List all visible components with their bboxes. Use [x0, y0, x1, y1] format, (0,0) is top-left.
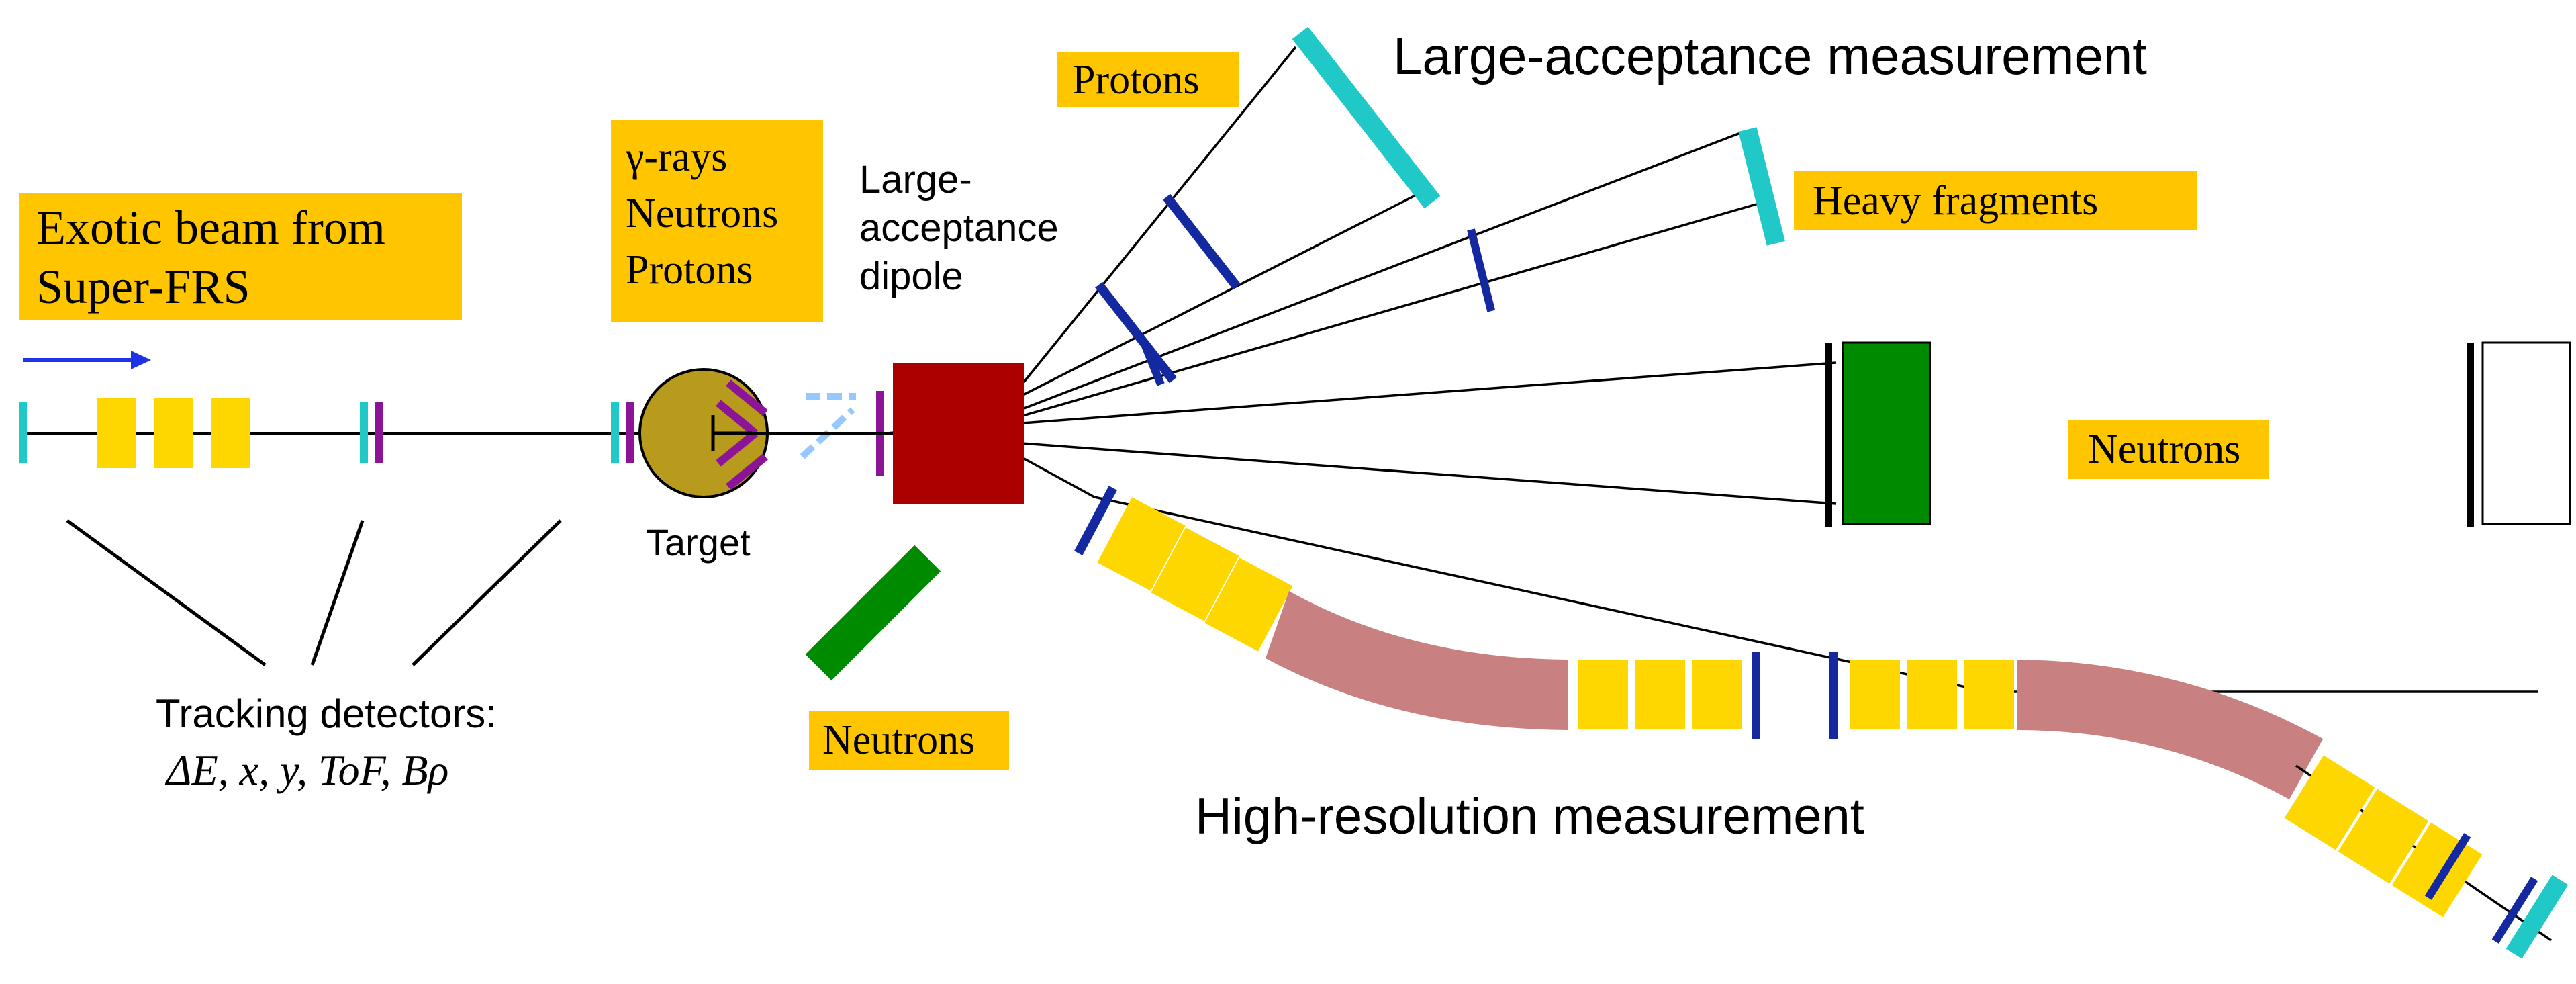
quadrupole-1: [97, 398, 136, 468]
hr-end-detector: [2506, 875, 2569, 959]
tracking-pointer-lines: [66, 519, 562, 667]
exotic-beam-label: Exotic beam from Super-FRS: [19, 193, 462, 320]
hr-quadrupole-9: [1964, 660, 2014, 729]
proton-wall: [1292, 26, 1441, 209]
neutron-veto: [1825, 343, 1832, 527]
fragment-tracker-1: [1139, 339, 1165, 386]
dipole-label-line-3: dipole: [859, 255, 963, 298]
hr-quadrupole-5: [1635, 660, 1685, 729]
hr-quadrupole-4: [1578, 660, 1628, 729]
hr-dipole-1: [1266, 591, 1568, 730]
hr-quadrupole-2: [1151, 527, 1239, 621]
hr-tracker-2: [1752, 652, 1760, 739]
high-resolution-title: High-resolution measurement: [1195, 788, 1864, 845]
target-label: Target: [646, 521, 751, 564]
tracker-purple-2: [626, 402, 634, 463]
exotic-beam-line-1: Exotic beam from: [36, 201, 385, 255]
hr-tracker-3: [1829, 652, 1838, 739]
tracker-cyan-1: [19, 402, 27, 463]
far-neutron-detector: [2481, 341, 2571, 525]
dipole-label-line-1: Large-: [859, 158, 972, 202]
hr-quadrupole-11: [2338, 789, 2429, 884]
tracking-quantities: ΔE, x, y, ToF, Bρ: [166, 746, 449, 794]
exotic-beam-line-2: Super-FRS: [36, 260, 250, 314]
tracker-cyan-2: [360, 402, 368, 463]
hr-quadrupole-10: [2284, 755, 2375, 850]
beam-direction-arrow: [23, 351, 151, 369]
gamma-rays-text: γ-rays: [626, 134, 728, 180]
hr-quadrupole-8: [1907, 660, 1957, 729]
forward-neutron-detector: [1842, 341, 1931, 525]
neutrons-side-label: Neutrons: [809, 711, 1009, 770]
hr-quadrupole-1: [1097, 497, 1186, 591]
quadrupole-2: [154, 398, 193, 468]
gamma-detector: [800, 393, 856, 459]
protons-label: Protons: [1057, 52, 1239, 107]
hr-quadrupole-3: [1204, 557, 1293, 652]
hr-quadrupole-6: [1692, 660, 1742, 729]
far-neutron-veto: [2467, 343, 2474, 527]
tracker-purple-1: [375, 402, 383, 463]
dipole-label-line-2: acceptance: [859, 206, 1059, 250]
target-products-label: γ-rays Neutrons Protons: [611, 120, 823, 322]
dipole-label: Large- acceptance dipole: [859, 156, 1059, 301]
tracking-title: Tracking detectors:: [156, 691, 497, 736]
large-acceptance-title: Large-acceptance measurement: [1393, 26, 2147, 85]
target-detectors: [716, 379, 768, 490]
hr-tracker-5: [2491, 877, 2538, 944]
neutrons-forward-label: Neutrons: [2068, 420, 2269, 479]
proton-tracker-1: [1095, 281, 1177, 384]
hr-tracker-4: [2424, 833, 2471, 900]
fragment-tracker-2: [1467, 228, 1496, 312]
high-resolution-spectrometer: [1074, 486, 2569, 959]
heavy-fragments-label: Heavy fragments: [1794, 171, 2197, 230]
neutrons-text: Neutrons: [626, 191, 779, 236]
hr-tracker-1: [1074, 486, 1118, 555]
proton-tracker-2: [1163, 193, 1241, 290]
heavy-fragment-wall: [1738, 127, 1785, 246]
quadrupole-3: [211, 398, 250, 468]
hr-quadrupole-7: [1850, 660, 1900, 729]
tracker-cyan-3: [611, 402, 619, 463]
side-neutron-detector: [805, 545, 941, 681]
hr-dipole-2: [2017, 660, 2323, 799]
large-acceptance-dipole: [893, 363, 1024, 504]
protons-text: Protons: [626, 247, 753, 293]
